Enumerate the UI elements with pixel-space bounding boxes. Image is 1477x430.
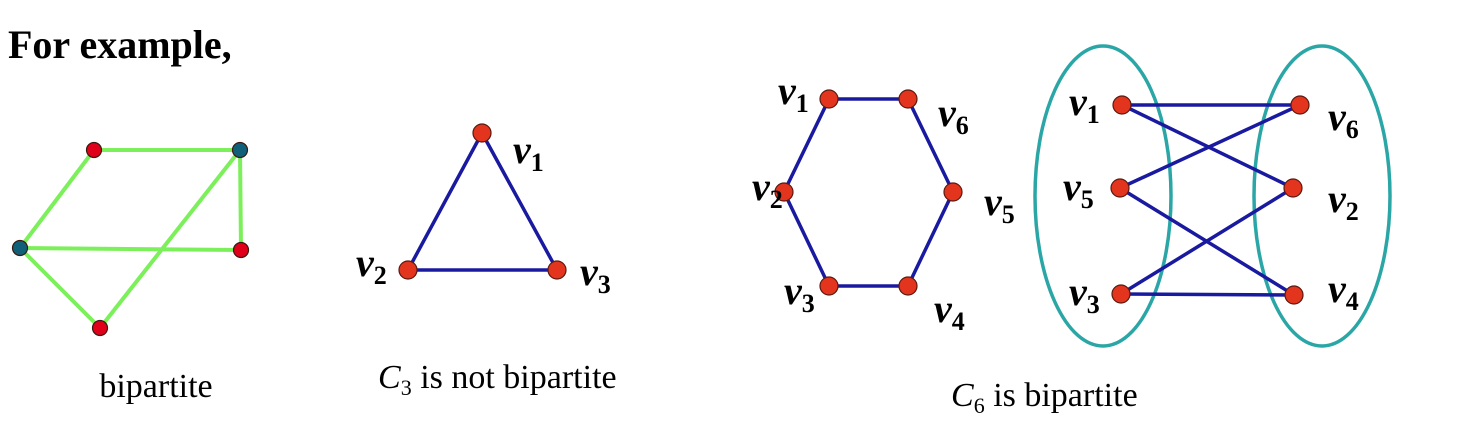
graph4-label-v3: v3: [1069, 269, 1100, 319]
graph2-label-v3: v3: [580, 249, 611, 299]
graph2-vertex: [547, 260, 567, 280]
graph3-edge: [906, 97, 955, 194]
graph1-edges: [18, 148, 243, 330]
graph3-label-v2: v2: [752, 164, 783, 214]
graph4-edge: [1119, 186, 1295, 296]
graph3-label-v6: v6: [938, 90, 969, 140]
graph4-edge: [1118, 103, 1302, 190]
graph4-vertices: [1110, 95, 1310, 305]
graph2-edge: [480, 131, 559, 272]
graph-bipartite-example: bipartite: [11, 141, 250, 405]
right-partition-ellipse: [1252, 44, 1392, 348]
graph4-edge: [1119, 292, 1296, 297]
graph1-edge: [238, 148, 243, 252]
graph1-vertex-red: [91, 319, 109, 337]
left-partition-ellipse: [1033, 44, 1173, 348]
graph1-vertex-red: [85, 141, 103, 159]
graph3-vertex: [819, 276, 839, 296]
graph1-vertices: [11, 141, 250, 337]
graph2-edge: [406, 131, 484, 272]
graph1-caption: bipartite: [99, 368, 212, 405]
graph3-label-v4: v4: [934, 286, 965, 336]
graph4-caption: C6 is bipartite: [951, 377, 1138, 418]
graph4-vertex: [1284, 285, 1304, 305]
graph-c6-bipartite-layout: v1 v5 v3 v6 v2 v4 C6 is bipartite: [951, 44, 1392, 418]
graph4-label-v2: v2: [1328, 176, 1359, 226]
graph4-label-v1: v1: [1069, 79, 1100, 129]
graph3-vertices: [774, 89, 963, 296]
graph2-caption: C3 is not bipartite: [378, 359, 617, 400]
graph4-vertex: [1112, 95, 1132, 115]
graph3-vertex: [898, 276, 918, 296]
graph2-vertex: [398, 260, 418, 280]
graph4-edges: [1118, 103, 1302, 297]
graph4-vertex: [1111, 284, 1131, 304]
graph1-vertex-teal: [231, 141, 249, 159]
graph1-edge: [18, 246, 102, 330]
graph3-edge: [906, 190, 955, 288]
graph2-label-v1: v1: [513, 127, 544, 177]
graph-c6-hexagon: v1 v6 v2 v5 v3 v4: [752, 68, 1015, 336]
graph1-vertex-teal: [11, 239, 29, 257]
graph4-label-v5: v5: [1063, 164, 1094, 214]
graph4-vertex: [1283, 178, 1303, 198]
graph4-vertex: [1290, 95, 1310, 115]
graph3-label-v3: v3: [784, 268, 815, 318]
graph3-vertex: [774, 182, 794, 202]
graph3-edge: [782, 97, 831, 194]
graph3-edge: [782, 190, 831, 288]
graph1-vertex-red: [232, 241, 250, 259]
graph3-vertex: [898, 89, 918, 109]
graph2-vertex: [472, 123, 492, 143]
graph1-edge: [18, 148, 96, 250]
graph1-edge: [98, 148, 242, 330]
graph3-label-v5: v5: [984, 179, 1015, 229]
graph2-label-v2: v2: [356, 240, 387, 290]
graph-c3-triangle: v1 v2 v3 C3 is not bipartite: [356, 123, 617, 400]
graph4-label-v6: v6: [1328, 94, 1359, 144]
graph3-vertex: [943, 182, 963, 202]
graph3-edges: [782, 97, 955, 288]
graph3-label-v1: v1: [778, 68, 809, 118]
slide-heading: For example,: [8, 22, 232, 67]
graph2-vertices: [398, 123, 567, 280]
graph3-vertex: [819, 89, 839, 109]
graph4-vertex: [1110, 178, 1130, 198]
graph1-edge: [18, 246, 243, 252]
graph4-label-v4: v4: [1328, 266, 1359, 316]
graph2-edges: [406, 131, 559, 272]
